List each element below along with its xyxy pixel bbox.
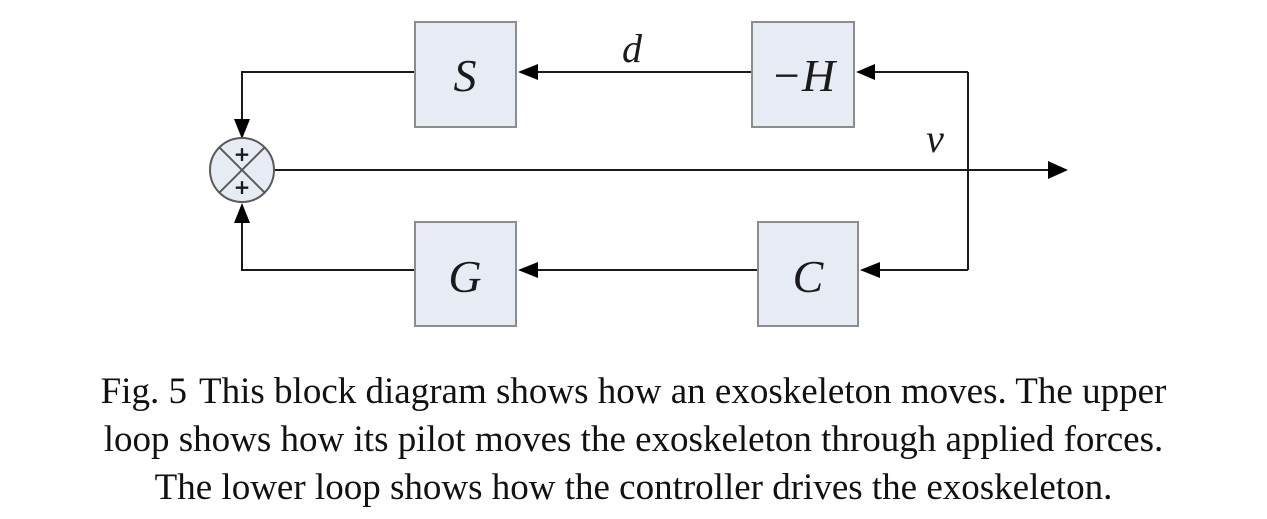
signal-label-v: v [926, 116, 944, 161]
caption-line-1-text: This block diagram shows how an exoskele… [199, 371, 1167, 412]
c-input-arrowhead [860, 262, 880, 278]
s-to-sum-line [241, 71, 415, 120]
summing-bottom-sign: + [234, 175, 251, 199]
sum-top-arrowhead [234, 119, 250, 139]
block-c-box [757, 221, 859, 327]
g-input-arrowhead [518, 262, 538, 278]
block-c: C [757, 221, 859, 327]
h-input-arrowhead [856, 64, 875, 80]
block-neg-h-label: −H [771, 50, 838, 101]
caption-line-3: The lower loop shows how the controller … [154, 467, 1113, 508]
g-to-sum-line [241, 222, 415, 271]
block-c-label: C [793, 251, 825, 302]
block-g-box [414, 221, 517, 327]
summing-top-sign: + [234, 142, 251, 166]
block-diagram: S −H G C + + d v [209, 21, 1068, 327]
summing-junction-cross-b [218, 146, 266, 194]
block-g-label: G [448, 251, 481, 302]
block-s: S [414, 21, 517, 128]
figure-caption: Fig. 5 This block diagram shows how an ex… [0, 368, 1267, 512]
block-s-box [414, 21, 517, 128]
caption-line-2: loop shows how its pilot moves the exosk… [103, 419, 1164, 460]
summing-junction: + + [209, 137, 275, 203]
s-input-arrowhead [518, 64, 538, 80]
output-arrowhead [1048, 161, 1068, 179]
figure-number: Fig. 5 [100, 371, 188, 412]
block-g: G [414, 221, 517, 327]
sum-bottom-arrowhead [234, 203, 250, 223]
caption-line-1: Fig. 5 This block diagram shows how an ex… [0, 368, 1267, 416]
signal-label-d: d [622, 26, 643, 71]
block-s-label: S [454, 50, 477, 101]
block-neg-h-box [751, 21, 855, 128]
block-neg-h: −H [751, 21, 855, 128]
